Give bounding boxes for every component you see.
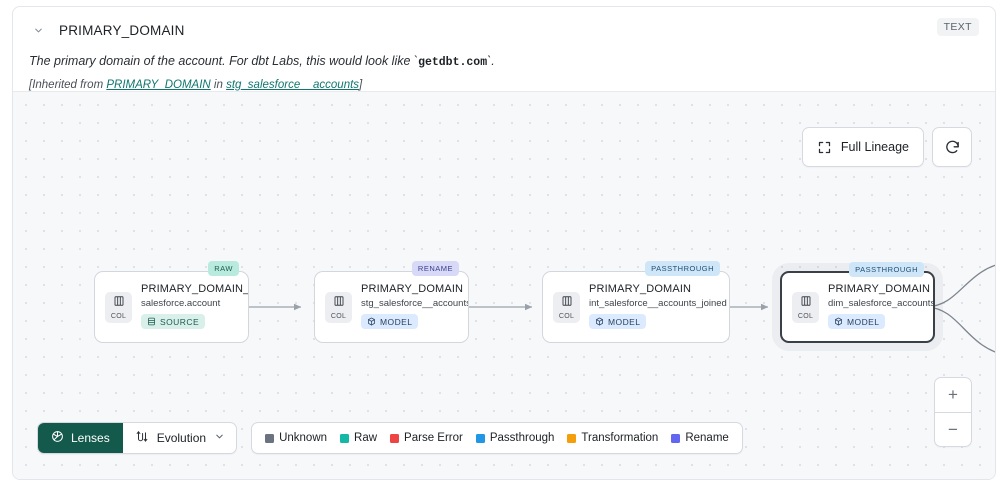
node-info: PRIMARY_DOMAIN__C salesforce.accountSOURC… (132, 283, 248, 331)
description-text: The primary domain of the account. For d… (29, 54, 419, 68)
canvas-bottom-bar: Lenses Evolution Unknown (37, 422, 743, 454)
node-type-chip: SOURCE (141, 314, 206, 329)
lineage-node[interactable]: PASSTHROUGH COL PRIMARY_DOMAIN int_salesfor… (542, 261, 730, 343)
canvas-toolbar: Full Lineage (801, 127, 972, 167)
card-header: PRIMARY_DOMAIN TEXT The primary domain o… (13, 7, 995, 91)
legend-swatch (671, 433, 681, 443)
node-title: PRIMARY_DOMAIN (361, 283, 464, 295)
type-badge: TEXT (936, 18, 979, 36)
legend-label: Rename (685, 432, 729, 444)
zoom-control: + − (934, 377, 972, 447)
column-icon-box: COL (553, 291, 580, 323)
node-badge: PASSTHROUGH (645, 261, 720, 276)
node-badge: RAW (208, 261, 239, 276)
node-type-chip: MODEL (828, 314, 886, 329)
legend-label: Raw (354, 432, 378, 444)
column-icon-box: COL (792, 291, 819, 323)
inherited-suffix: ] (359, 78, 363, 91)
legend-item[interactable]: Transformation (567, 432, 658, 444)
node-title: PRIMARY_DOMAIN (828, 283, 931, 295)
page-title: PRIMARY_DOMAIN (59, 22, 185, 38)
legend-swatch (475, 433, 485, 443)
inherited-from-line: [Inherited from PRIMARY_DOMAIN in stg_sa… (29, 79, 979, 91)
lineage-node[interactable]: RAW COL PRIMARY_DOMAIN__C salesforce.accoun… (94, 261, 249, 343)
node-type-chip-label: MODEL (847, 316, 880, 327)
evolution-dropdown[interactable]: Evolution (123, 423, 236, 453)
inherited-mid: in (210, 78, 227, 91)
inherited-model-link[interactable]: stg_salesforce__accounts (226, 78, 360, 91)
node-title: PRIMARY_DOMAIN__C (141, 283, 248, 295)
inherited-prefix: [Inherited from (29, 78, 107, 91)
legend-swatch (265, 433, 275, 443)
full-lineage-label: Full Lineage (840, 140, 909, 154)
lineage-node[interactable]: PASSTHROUGH COL PRIMARY_DOMAIN dim_salesfor… (780, 262, 935, 343)
column-icon-label: COL (797, 313, 814, 320)
legend-swatch (340, 433, 350, 443)
node-type-chip-label: MODEL (608, 316, 641, 327)
inherited-column-link[interactable]: PRIMARY_DOMAIN (106, 78, 211, 91)
chevron-down-icon[interactable] (29, 21, 47, 39)
legend-swatch (390, 433, 400, 443)
legend-label: Parse Error (404, 432, 463, 444)
node-title: PRIMARY_DOMAIN (589, 283, 692, 295)
column-icon-box: COL (105, 291, 132, 323)
node-subtitle: int_salesforce__accounts_joined (589, 298, 727, 309)
lineage-legend: Unknown Raw Parse Error Passthrough Transfor… (251, 422, 743, 454)
column-icon (113, 294, 125, 312)
evolution-icon (135, 430, 149, 447)
column-icon-label: COL (110, 313, 127, 320)
expand-corners-icon (817, 140, 832, 155)
node-type-chip: MODEL (589, 314, 647, 329)
column-icon (561, 294, 573, 312)
legend-item[interactable]: Passthrough (475, 432, 555, 444)
legend-label: Passthrough (489, 432, 555, 444)
node-subtitle: dim_salesforce_accounts (828, 298, 933, 309)
node-badge: RENAME (411, 261, 459, 276)
node-badge: PASSTHROUGH (849, 262, 924, 277)
node-type-chip-label: SOURCE (160, 316, 200, 327)
full-lineage-button[interactable]: Full Lineage (801, 127, 924, 167)
column-icon (333, 294, 345, 312)
refresh-icon (944, 139, 961, 156)
aperture-icon (51, 430, 64, 446)
cube-icon (834, 317, 843, 326)
refresh-button[interactable] (932, 127, 972, 167)
evolution-label: Evolution (156, 431, 207, 445)
legend-item[interactable]: Rename (671, 432, 729, 444)
node-type-chip: MODEL (361, 314, 419, 329)
database-icon (147, 317, 156, 326)
legend-swatch (567, 433, 577, 443)
column-icon-label: COL (330, 313, 347, 320)
lineage-canvas[interactable]: Full Lineage + − RAW COL PRIMARY_DOMAIN__C… (13, 91, 995, 479)
cube-icon (367, 317, 376, 326)
column-icon-box: COL (325, 291, 352, 323)
lenses-label: Lenses (71, 431, 110, 445)
legend-item[interactable]: Raw (340, 432, 377, 444)
cube-icon (595, 317, 604, 326)
column-detail-card: PRIMARY_DOMAIN TEXT The primary domain o… (12, 6, 996, 480)
description-text-end: `. (487, 54, 495, 68)
lineage-node[interactable]: RENAME COL PRIMARY_DOMAIN stg_salesforce__a… (314, 261, 469, 343)
zoom-in-button[interactable]: + (948, 385, 958, 404)
description-code: getdbt.com (418, 56, 488, 69)
node-type-chip-label: MODEL (380, 316, 413, 327)
legend-item[interactable]: Parse Error (390, 432, 463, 444)
lenses-button[interactable]: Lenses (38, 423, 123, 453)
node-subtitle: salesforce.account (141, 298, 221, 309)
zoom-out-button[interactable]: − (935, 412, 971, 446)
column-icon-label: COL (558, 313, 575, 320)
node-info: PRIMARY_DOMAIN int_salesforce__accounts_j… (580, 283, 727, 331)
legend-item[interactable]: Unknown (265, 432, 327, 444)
node-subtitle: stg_salesforce__accounts (361, 298, 468, 309)
chevron-down-icon (214, 431, 225, 445)
legend-label: Unknown (279, 432, 328, 444)
lenses-evolution-group: Lenses Evolution (37, 422, 238, 454)
column-icon (800, 294, 812, 312)
legend-label: Transformation (581, 432, 659, 444)
column-description: The primary domain of the account. For d… (29, 53, 979, 71)
